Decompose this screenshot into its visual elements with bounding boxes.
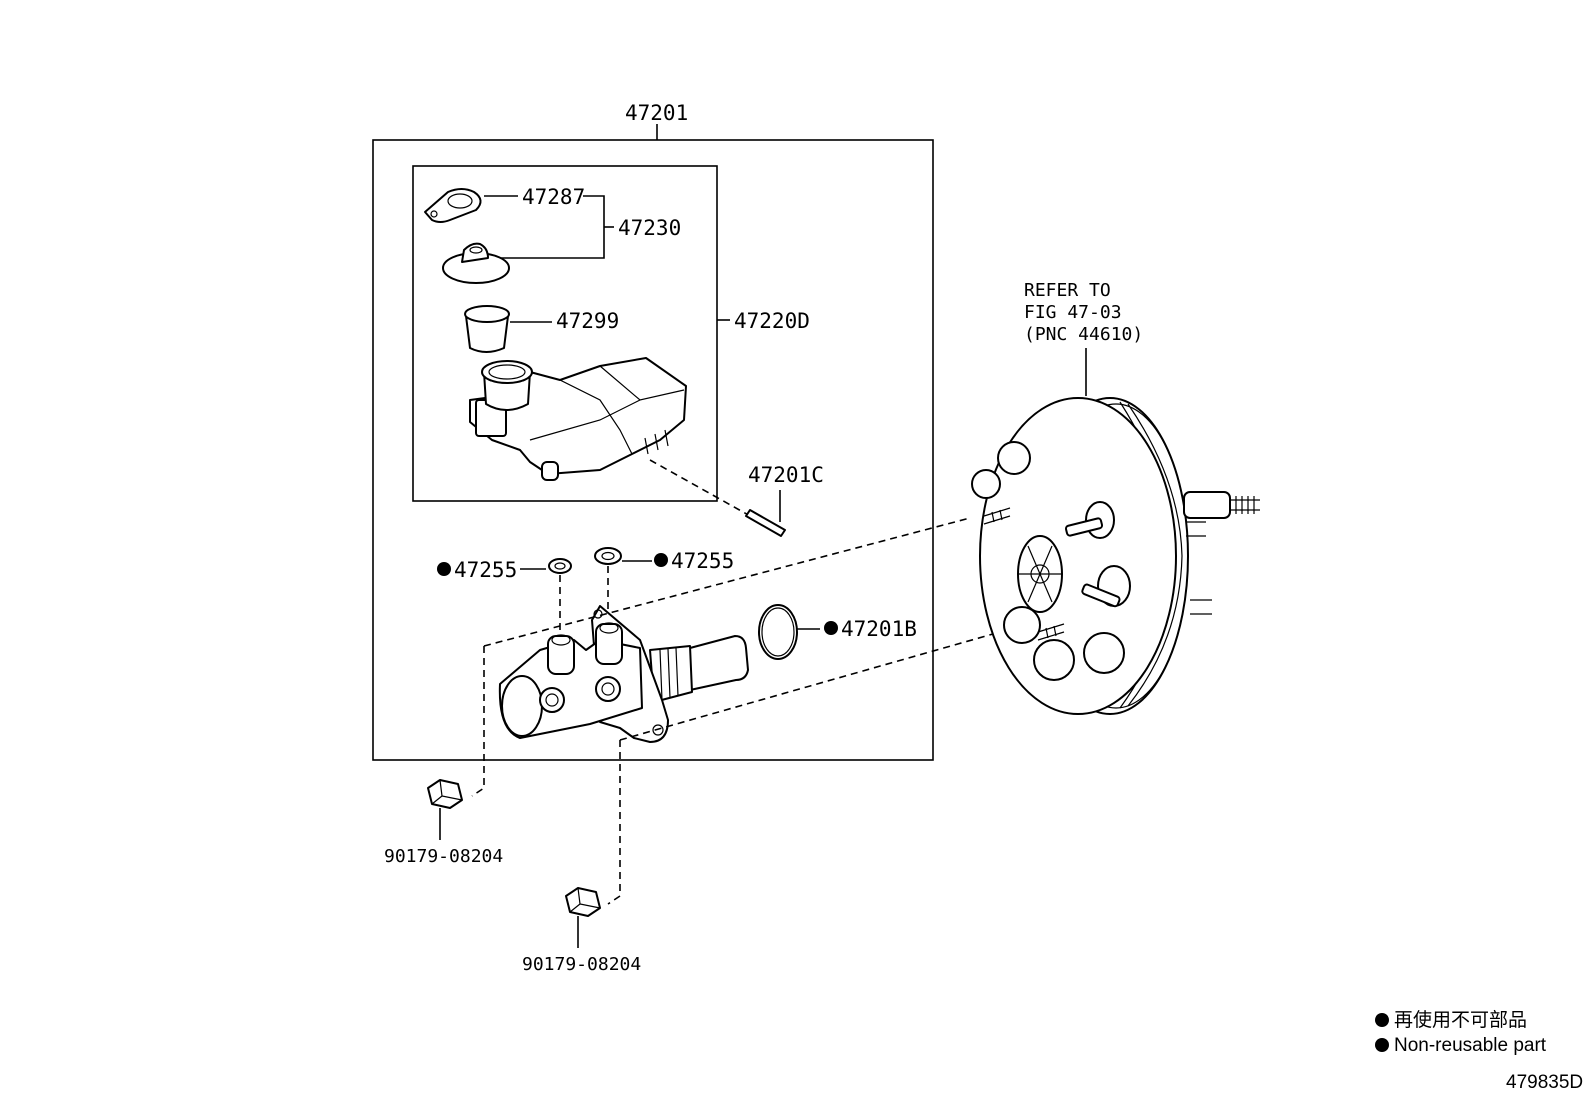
assembly-frame [372, 139, 934, 761]
nonreusable-mark-right [654, 553, 668, 567]
booster-ref-line1: REFER TO [1024, 280, 1111, 301]
legend-mark-english [1375, 1038, 1389, 1052]
booster-ref-line2: FIG 47-03 [1024, 302, 1122, 323]
nut-upper-part [427, 779, 463, 809]
label-strainer: 47299 [556, 309, 619, 333]
label-nut-upper: 90179-08204 [384, 846, 503, 867]
mount-dash-upper [471, 646, 485, 797]
label-pin: 47201C [748, 463, 824, 487]
cap-part [442, 242, 510, 284]
legend-mark-japanese [1375, 1013, 1389, 1027]
master-cylinder-part [498, 605, 749, 743]
brake-booster-part [971, 397, 1260, 715]
nonreusable-mark-left [437, 562, 451, 576]
nonreusable-mark-oring [824, 621, 838, 635]
grommet-right-part [594, 547, 622, 565]
label-assembly: 47201 [625, 101, 688, 125]
label-nut-lower: 90179-08204 [522, 954, 641, 975]
grommet-left-part [548, 558, 572, 574]
reservoir-frame [412, 165, 718, 502]
strainer-part [464, 305, 510, 353]
legend-english: Non-reusable part [1394, 1035, 1547, 1056]
gasket-part [424, 188, 482, 223]
reservoir-part [469, 357, 687, 481]
mount-dash-lower [607, 740, 621, 905]
booster-ref-line3: (PNC 44610) [1024, 324, 1143, 345]
label-oring: 47201B [841, 617, 917, 641]
figure-id: 479835D [1506, 1072, 1583, 1093]
label-grommet-right: 47255 [671, 549, 734, 573]
pin-dash [649, 459, 753, 518]
label-grommet-left: 47255 [454, 558, 517, 582]
pin-part [745, 509, 786, 537]
label-cap-assy: 47230 [618, 216, 681, 240]
oring-part [758, 604, 798, 660]
label-gasket: 47287 [522, 185, 585, 209]
nut-lower-part [565, 887, 601, 917]
mount-dash-lower-diag [619, 631, 1001, 741]
legend-japanese: 再使用不可部品 [1394, 1009, 1527, 1031]
label-reservoir-assy: 47220D [734, 309, 810, 333]
